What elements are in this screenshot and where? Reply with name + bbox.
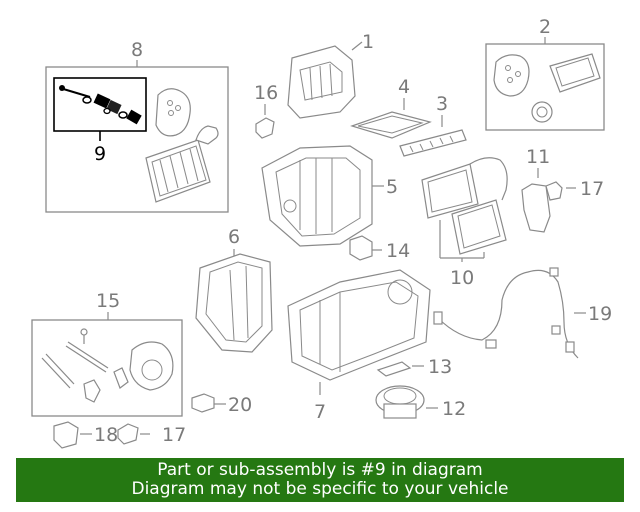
callout-18[interactable]: 18 <box>94 424 118 446</box>
callout-3[interactable]: 3 <box>436 93 448 115</box>
callout-6[interactable]: 6 <box>228 226 240 248</box>
part-5-main-case <box>261 145 373 247</box>
callout-19[interactable]: 19 <box>588 303 612 325</box>
callout-13[interactable]: 13 <box>428 356 452 378</box>
part-4-filter <box>350 111 432 139</box>
callout-16[interactable]: 16 <box>254 82 278 104</box>
part-7-lower-case <box>287 269 431 381</box>
part-1-upper-case <box>287 45 356 119</box>
callout-1[interactable]: 1 <box>362 31 374 53</box>
part-13-resistor <box>376 361 412 377</box>
callout-4[interactable]: 4 <box>398 76 410 98</box>
part-6-duct <box>195 253 273 353</box>
part-17-lower-clip <box>117 423 139 445</box>
part-16-clip <box>255 117 275 139</box>
callout-12[interactable]: 12 <box>442 398 466 420</box>
part-10-heater-core <box>421 157 508 255</box>
banner-line-1: Part or sub-assembly is #9 in diagram <box>157 460 483 480</box>
part-19-wire-harness <box>433 267 579 359</box>
part-11-actuator <box>521 183 551 233</box>
callout-8[interactable]: 8 <box>131 39 143 61</box>
part-14-actuator <box>349 235 373 261</box>
part-20-connector <box>191 393 215 413</box>
callout-5[interactable]: 5 <box>386 176 398 198</box>
notice-banner: Part or sub-assembly is #9 in diagram Di… <box>16 458 624 502</box>
part-15-linkage-parts <box>41 328 174 403</box>
callout-15[interactable]: 15 <box>96 290 120 312</box>
part-18-bracket <box>53 421 79 449</box>
part-3-filter-door <box>399 129 467 157</box>
part-17-upper-clip <box>545 181 563 201</box>
part-8-evaporator-core <box>145 125 219 203</box>
part-2-door-and-gasket <box>493 53 601 123</box>
parts-diagram: 8 9 1 2 <box>31 16 612 449</box>
part-8-seal-plate <box>155 88 191 137</box>
callout-14[interactable]: 14 <box>386 240 410 262</box>
callout-10[interactable]: 10 <box>450 267 474 289</box>
callout-9[interactable]: 9 <box>94 143 106 165</box>
banner-line-2: Diagram may not be specific to your vehi… <box>131 479 509 499</box>
callout-17-lower[interactable]: 17 <box>162 424 186 446</box>
part-12-blower-motor <box>375 385 425 419</box>
callout-7[interactable]: 7 <box>314 401 326 423</box>
part-9-expansion-valve[interactable] <box>59 85 142 125</box>
callout-11[interactable]: 11 <box>526 146 550 168</box>
callout-2[interactable]: 2 <box>539 16 551 38</box>
callout-20[interactable]: 20 <box>228 394 252 416</box>
callout-17-upper[interactable]: 17 <box>580 178 604 200</box>
part-15-group-box <box>31 319 183 417</box>
